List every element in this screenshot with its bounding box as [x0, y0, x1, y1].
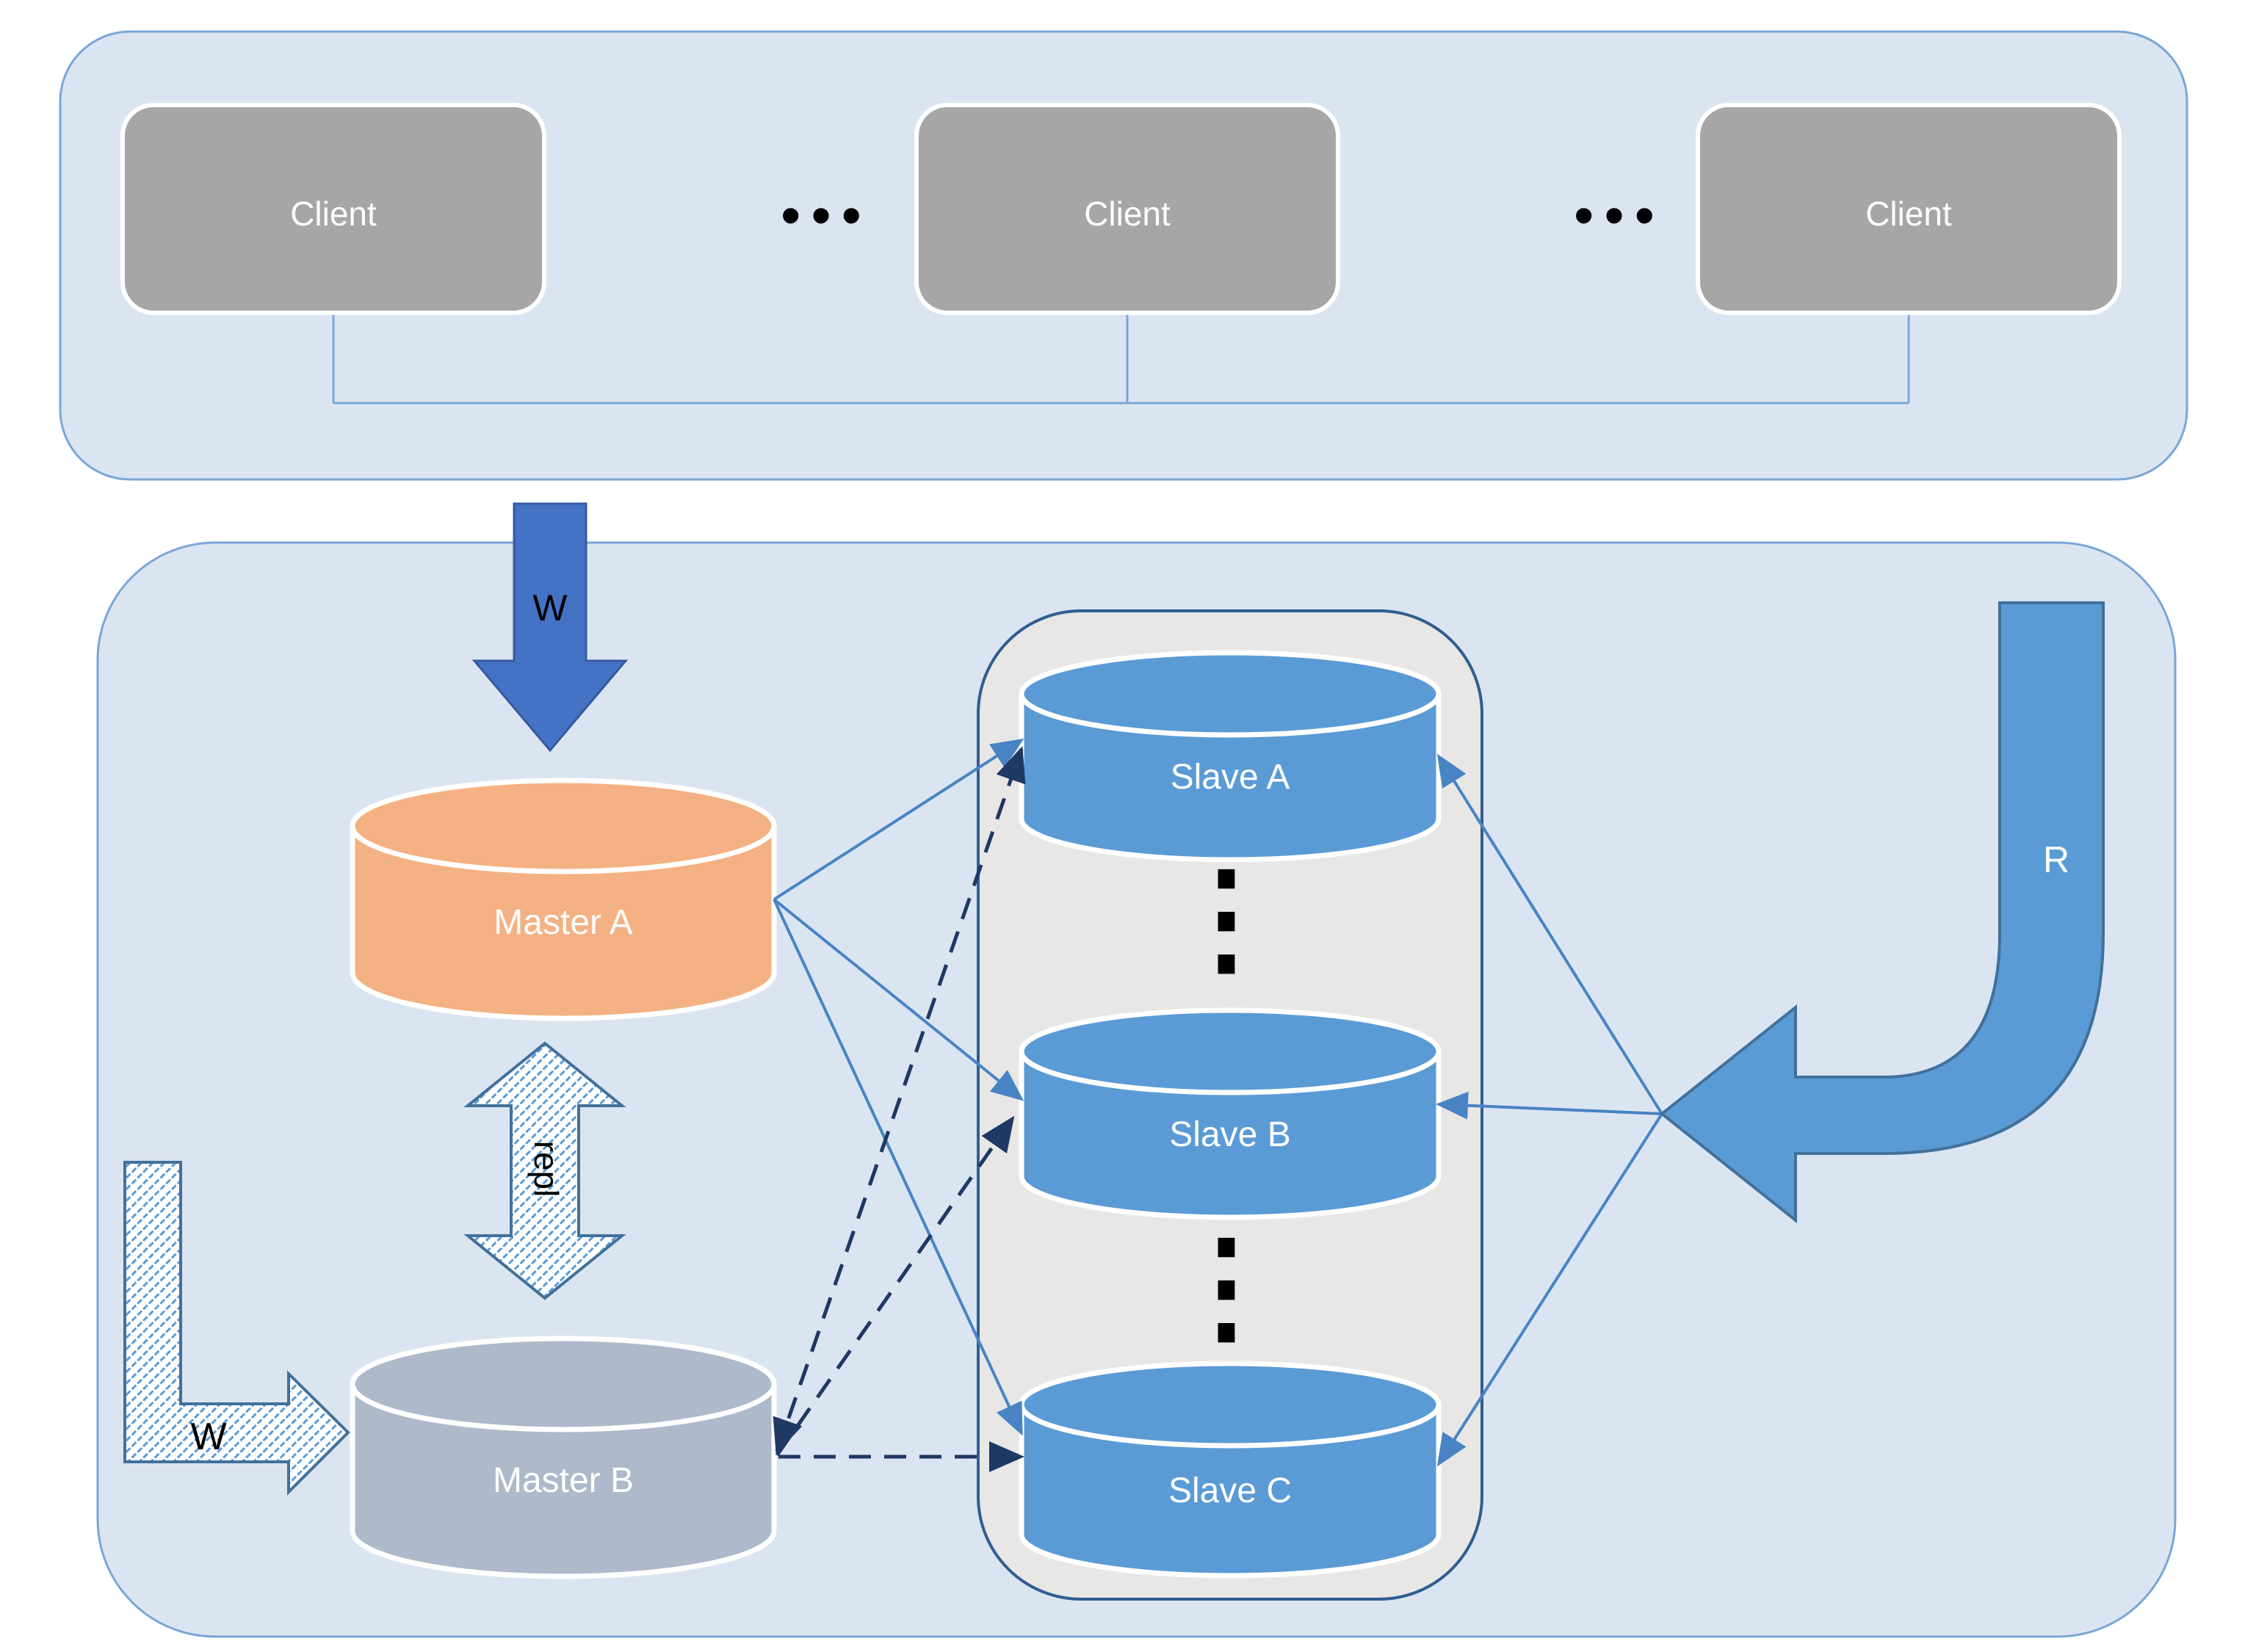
master-a-cylinder: Master A	[350, 778, 777, 1021]
slave-a-cylinder: Slave A	[1019, 650, 1442, 863]
line-read-to-slave-b	[1436, 1091, 1663, 1120]
line-master-b-slave-a-bidirectional	[773, 746, 1026, 1454]
master-b-body	[350, 1384, 777, 1579]
slave-a-body	[1019, 694, 1442, 863]
clients-ellipsis-icon: •••	[1574, 183, 1665, 247]
slave-b-label: Slave B	[1169, 1115, 1290, 1154]
master-a-label: Master A	[494, 903, 632, 942]
slave-c-label: Slave C	[1168, 1471, 1292, 1510]
master-b-top	[350, 1336, 777, 1432]
slave-c-top	[1019, 1361, 1442, 1449]
slave-b-cylinder: Slave B	[1019, 1007, 1442, 1220]
client-label-3: Client	[1865, 195, 1952, 233]
master-b-label: Master B	[493, 1461, 634, 1500]
client-boxes: Client Client Client ••• •••	[120, 103, 2122, 315]
client-box-3	[1696, 103, 2122, 315]
repl-arrow-label: repl	[527, 1141, 565, 1198]
client-label-1: Client	[290, 195, 377, 233]
line-read-to-slave-c	[1436, 1112, 1663, 1467]
master-b-replication-lines	[773, 746, 1026, 1472]
read-lines	[1436, 753, 1663, 1467]
write-arrow-down-label: W	[532, 587, 568, 628]
write-arrow-down-icon	[471, 502, 629, 753]
read-arrow-icon	[1659, 601, 2105, 1224]
clients-ellipsis-icon: •••	[781, 183, 872, 247]
slaves-ellipsis-icon: ⋮	[1164, 1217, 1289, 1356]
slave-c-body	[1019, 1405, 1442, 1579]
master-a-body	[350, 826, 777, 1021]
client-connector-lines	[332, 313, 1910, 405]
write-arrow-elbow-label: W	[190, 1416, 226, 1458]
repl-double-arrow-icon	[463, 1041, 626, 1300]
client-box-2	[914, 103, 1340, 315]
client-box-1	[120, 103, 546, 315]
slave-b-body	[1019, 1051, 1442, 1220]
client-label-2: Client	[1084, 195, 1171, 233]
read-arrow-label: R	[2043, 839, 2069, 880]
slave-b-top	[1019, 1007, 1442, 1095]
master-b-cylinder: Master B	[350, 1336, 777, 1579]
master-a-top	[350, 778, 777, 874]
slave-c-cylinder: Slave C	[1019, 1361, 1442, 1579]
slaves-ellipsis-icon: ⋮	[1164, 848, 1289, 988]
slave-a-top	[1019, 650, 1442, 738]
write-arrow-elbow-icon	[123, 1161, 350, 1496]
line-read-to-slave-a	[1436, 753, 1663, 1115]
slave-a-label: Slave A	[1171, 758, 1290, 797]
